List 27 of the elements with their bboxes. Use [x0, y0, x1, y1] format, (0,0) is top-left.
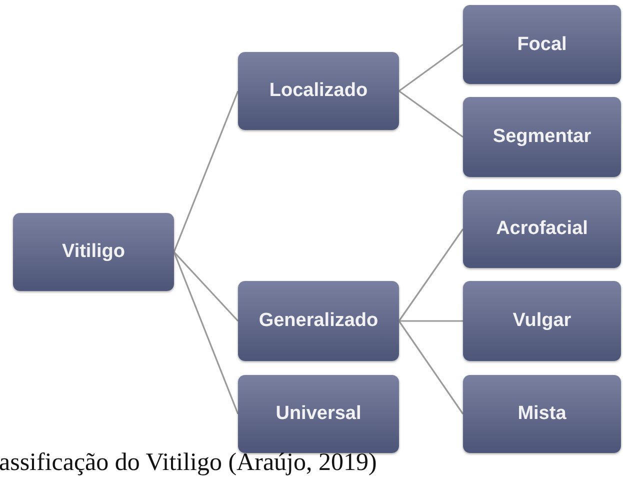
category-box: [463, 375, 621, 453]
connector-line: [398, 320, 464, 414]
category-label: Mista: [518, 403, 566, 425]
category-label: Vitiligo: [62, 241, 125, 263]
connector-line: [398, 44, 464, 92]
category-box: [13, 213, 174, 291]
category-label: Universal: [276, 403, 362, 425]
category-box: [238, 375, 399, 453]
category-box: [238, 52, 399, 130]
category-label: Segmentar: [492, 126, 592, 148]
figure-caption: assificação do Vitiligo (Araújo, 2019): [0, 449, 377, 476]
category-box: [238, 281, 399, 361]
category-box: [463, 97, 621, 177]
category-box: [463, 5, 621, 84]
connector-line: [398, 90, 464, 138]
connector-line: [173, 251, 239, 322]
connector-line: [398, 228, 464, 322]
category-label: Focal: [517, 34, 567, 56]
category-label: Acrofacial: [496, 218, 588, 240]
connector-line: [173, 90, 239, 252]
connector-line: [399, 320, 463, 322]
category-label: Generalizado: [258, 310, 378, 332]
category-label: Localizado: [269, 80, 368, 102]
connector-line: [173, 252, 239, 414]
category-box: [463, 190, 621, 268]
category-box: [463, 281, 621, 361]
category-label: Vulgar: [512, 310, 572, 332]
